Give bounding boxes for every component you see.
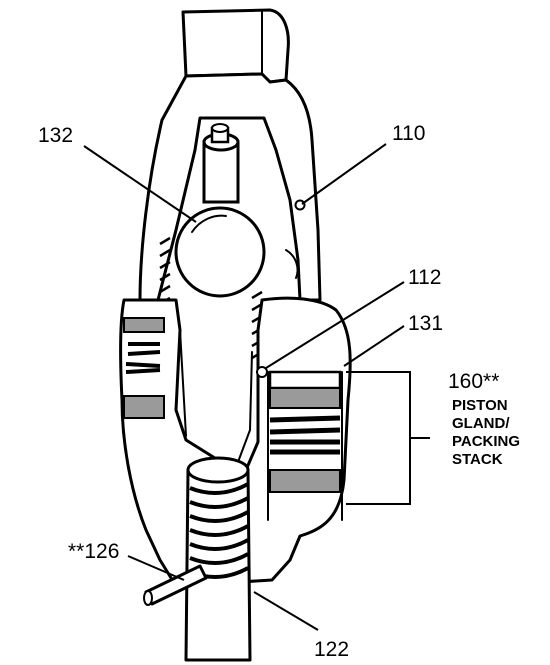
- threaded-rod: [184, 456, 252, 662]
- packing-stack: [267, 370, 343, 521]
- note-line-2: GLAND/: [452, 415, 510, 432]
- leader-lines: [83, 143, 430, 631]
- body-port-hole: [294, 199, 306, 211]
- callout-110: 110: [392, 122, 425, 145]
- check-ball: [174, 206, 299, 298]
- packing-stack-note: PISTON GLAND/ PACKING STACK: [452, 397, 520, 468]
- ball-stem-pin: [202, 123, 240, 204]
- callout-131: 131: [408, 312, 443, 335]
- piston-housing: [119, 296, 352, 588]
- callout-112: 112: [408, 266, 441, 289]
- cross-pin: [143, 564, 208, 606]
- note-line-4: STACK: [452, 451, 503, 468]
- cylinder-port-hole: [256, 366, 268, 378]
- callout-122: 122: [314, 638, 349, 661]
- callout-132: 132: [38, 124, 73, 147]
- top-stem: [181, 8, 290, 84]
- left-packing-rings: [123, 317, 165, 419]
- note-line-3: PACKING: [452, 433, 520, 450]
- callout-labels: 132 110 112 131 160** **126 122: [38, 122, 499, 661]
- note-line-1: PISTON: [452, 397, 508, 414]
- callout-126: **126: [68, 540, 119, 563]
- callout-160: 160**: [448, 370, 499, 393]
